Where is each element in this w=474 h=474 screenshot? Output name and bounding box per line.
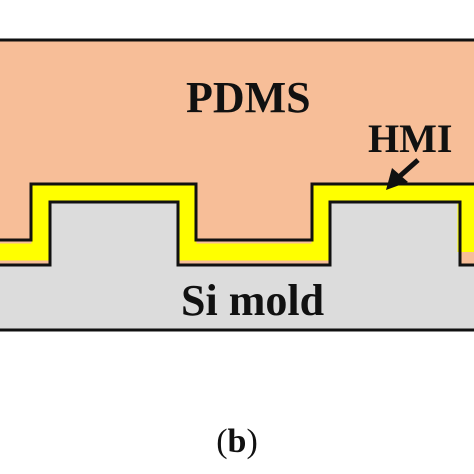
figure-caption: (b) (216, 423, 258, 460)
pdms-label: PDMS (186, 73, 311, 122)
hmi-layer (0, 184, 474, 261)
caption-close-paren: ) (246, 423, 257, 460)
hmi-label: HMI (368, 116, 452, 161)
caption-letter: b (228, 423, 247, 460)
mold-surface-outline (0, 200, 474, 267)
hmi-surface-outline (0, 182, 474, 242)
hmi-arrow-head (386, 168, 408, 190)
caption-open-paren: ( (216, 423, 227, 460)
hmi-arrow-shaft (398, 158, 420, 178)
si-mold-label: Si mold (181, 276, 324, 325)
